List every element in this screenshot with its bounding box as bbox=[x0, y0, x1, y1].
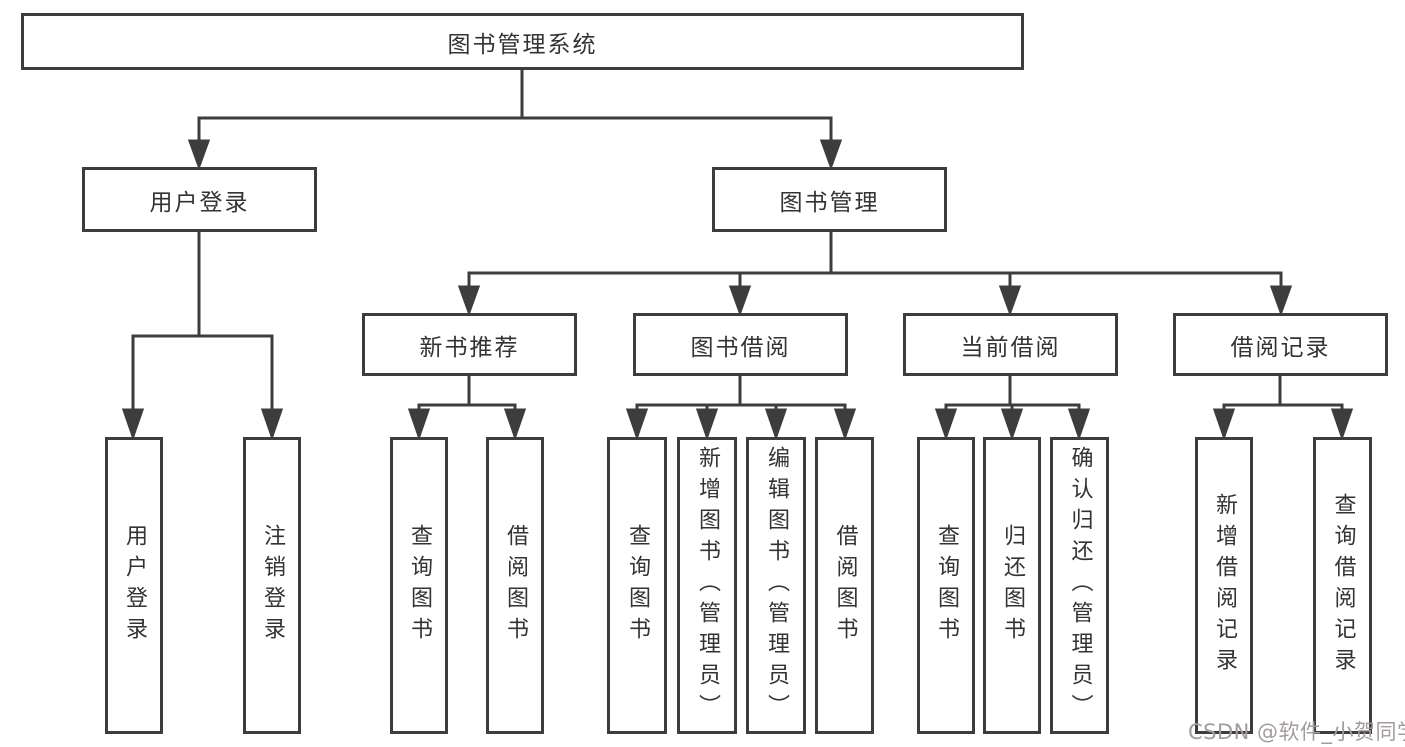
node-label: 新增借阅记录 bbox=[1212, 492, 1237, 679]
node-label: 确认归还（管理员） bbox=[1067, 446, 1093, 725]
arrowhead-book-management bbox=[819, 139, 843, 171]
node-label: 借阅记录 bbox=[1230, 334, 1331, 361]
node-label: 编辑图书（管理员） bbox=[764, 446, 789, 725]
arrowhead-user-login bbox=[187, 139, 211, 171]
leaf-br-query-borrow-record: 查询借阅记录 bbox=[1313, 437, 1372, 734]
node-label: 新增图书（管理员） bbox=[695, 446, 720, 725]
node-current-borrowing: 当前借阅 bbox=[903, 313, 1118, 376]
arrowhead-book-borrowing bbox=[728, 285, 752, 317]
leaf-bb-add-books-admin: 新增图书（管理员） bbox=[677, 437, 737, 734]
node-new-book-recommendation: 新书推荐 bbox=[362, 313, 577, 376]
node-label: 用户登录 bbox=[149, 189, 250, 216]
node-label: 图书管理系统 bbox=[447, 31, 598, 58]
node-label: 归还图书 bbox=[1000, 523, 1025, 648]
csdn-watermark: CSDN @软件_小贺同学 bbox=[1188, 720, 1405, 744]
leaf-cb-return-books: 归还图书 bbox=[983, 437, 1041, 734]
node-label: 查询图书 bbox=[625, 523, 650, 648]
node-label: 注销登录 bbox=[260, 523, 285, 648]
arrowhead-current-borrowing bbox=[998, 285, 1022, 317]
leaf-br-add-borrow-record: 新增借阅记录 bbox=[1195, 437, 1253, 734]
leaf-user-login: 用户登录 bbox=[105, 437, 163, 734]
node-label: 借阅图书 bbox=[832, 523, 858, 648]
leaf-nbr-query-books: 查询图书 bbox=[390, 437, 448, 734]
node-borrowing-records: 借阅记录 bbox=[1173, 313, 1388, 376]
leaf-bb-query-books: 查询图书 bbox=[607, 437, 667, 734]
node-root-system: 图书管理系统 bbox=[21, 13, 1024, 70]
arrowhead-leaf-login bbox=[121, 408, 145, 441]
node-label: 当前借阅 bbox=[960, 334, 1061, 361]
node-book-management: 图书管理 bbox=[712, 167, 947, 232]
leaf-cb-query-books: 查询图书 bbox=[917, 437, 975, 734]
arrowhead-borrowing-records bbox=[1269, 285, 1293, 317]
node-label: 借阅图书 bbox=[503, 523, 528, 648]
leaf-logout: 注销登录 bbox=[243, 437, 301, 734]
node-label: 图书管理 bbox=[779, 189, 880, 216]
leaf-nbr-borrow-books: 借阅图书 bbox=[486, 437, 544, 734]
node-label: 查询图书 bbox=[407, 523, 432, 648]
arrowhead-new-book-rec bbox=[457, 285, 481, 317]
node-user-login: 用户登录 bbox=[82, 167, 317, 232]
node-label: 查询图书 bbox=[934, 523, 959, 648]
node-label: 用户登录 bbox=[122, 523, 147, 648]
node-book-borrowing: 图书借阅 bbox=[633, 313, 848, 376]
leaf-bb-borrow-books: 借阅图书 bbox=[815, 437, 874, 734]
leaf-cb-confirm-return-admin: 确认归还（管理员） bbox=[1050, 437, 1109, 734]
node-label: 查询借阅记录 bbox=[1330, 492, 1356, 679]
leaf-bb-edit-books-admin: 编辑图书（管理员） bbox=[746, 437, 806, 734]
node-label: 新书推荐 bbox=[419, 334, 520, 361]
arrowhead-leaf-logout bbox=[260, 408, 284, 441]
node-label: 图书借阅 bbox=[690, 334, 791, 361]
